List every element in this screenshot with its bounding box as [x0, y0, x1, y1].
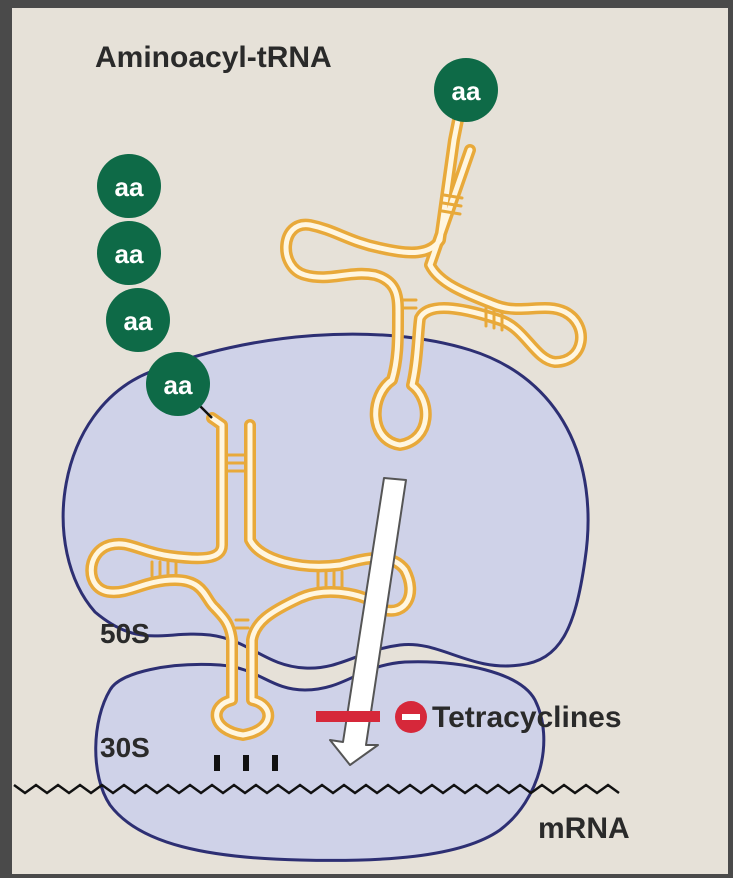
incoming-amino-acid: aa [434, 58, 498, 122]
amino-acid-label: aa [115, 239, 144, 269]
ribosome-30s [96, 662, 544, 861]
inhibition-bar [316, 711, 380, 722]
minus-sign [402, 714, 420, 720]
amino-acid-label: aa [452, 76, 481, 106]
label-50s: 50S [100, 618, 150, 649]
aminoacyl-trna-title: Aminoacyl-tRNA [95, 41, 332, 74]
mrna-label: mRNA [538, 812, 630, 845]
label-30s: 30S [100, 732, 150, 763]
amino-acid-label: aa [115, 172, 144, 202]
amino-acid-label: aa [164, 370, 193, 400]
amino-acid-label: aa [124, 306, 153, 336]
tetracyclines-label: Tetracyclines [432, 701, 622, 734]
